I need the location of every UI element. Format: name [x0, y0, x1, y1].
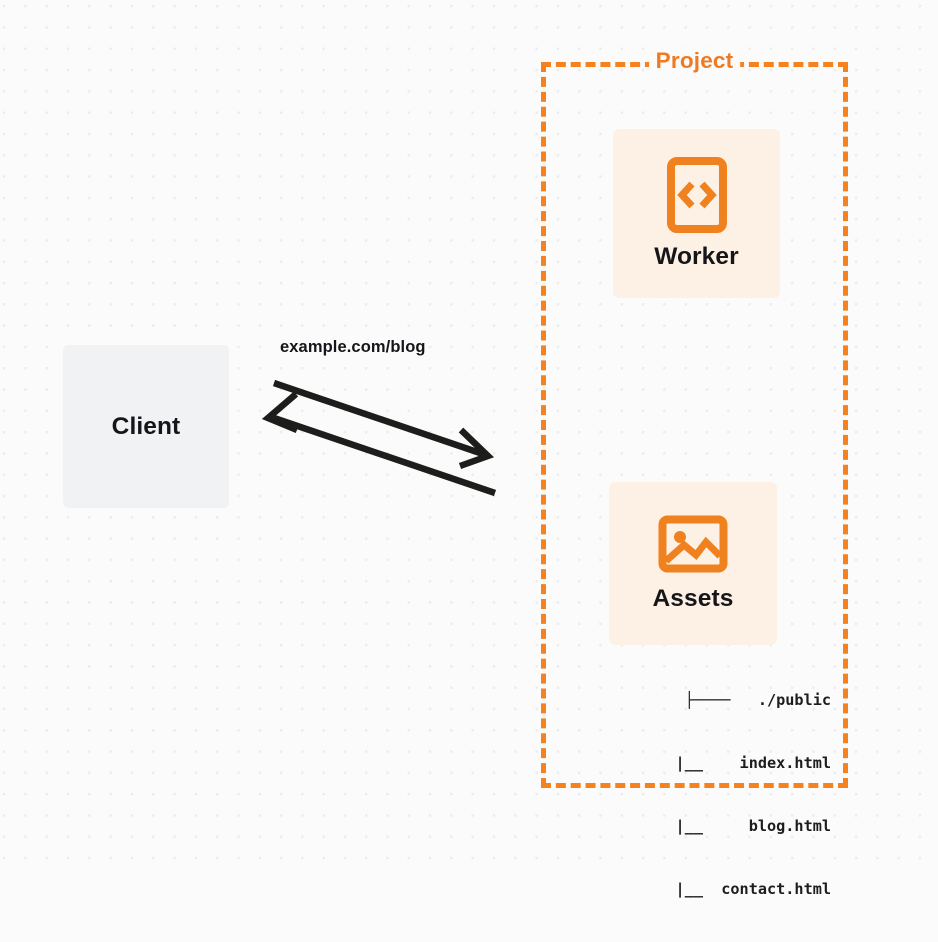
node-worker[interactable]: Worker — [613, 129, 780, 298]
node-assets-label: Assets — [652, 584, 734, 612]
node-assets[interactable]: Assets — [609, 482, 777, 645]
file-tree-row: |__ index.html — [648, 754, 831, 772]
file-tree-row: ├──── ./public — [684, 691, 831, 709]
file-tree-row: |__ contact.html — [648, 880, 831, 898]
node-client-label: Client — [111, 412, 181, 440]
arrow-request — [272, 379, 495, 470]
diagram-canvas: Client example.com/blog Project Worker — [0, 0, 938, 898]
node-client[interactable]: Client — [63, 345, 229, 508]
file-tree-row: |__ blog.html — [648, 817, 831, 835]
connector-arrows — [261, 379, 497, 497]
edge-label-request-url: example.com/blog — [280, 338, 426, 356]
arrow-response — [261, 391, 497, 497]
group-project: Project Worker Assets ├──── ./public |__… — [541, 48, 848, 898]
project-title: Project — [648, 48, 741, 74]
code-brackets-icon — [666, 156, 727, 233]
assets-file-tree: ├──── ./public |__ index.html |__ blog.h… — [586, 648, 831, 942]
node-worker-label: Worker — [654, 242, 739, 270]
image-icon — [658, 515, 728, 572]
